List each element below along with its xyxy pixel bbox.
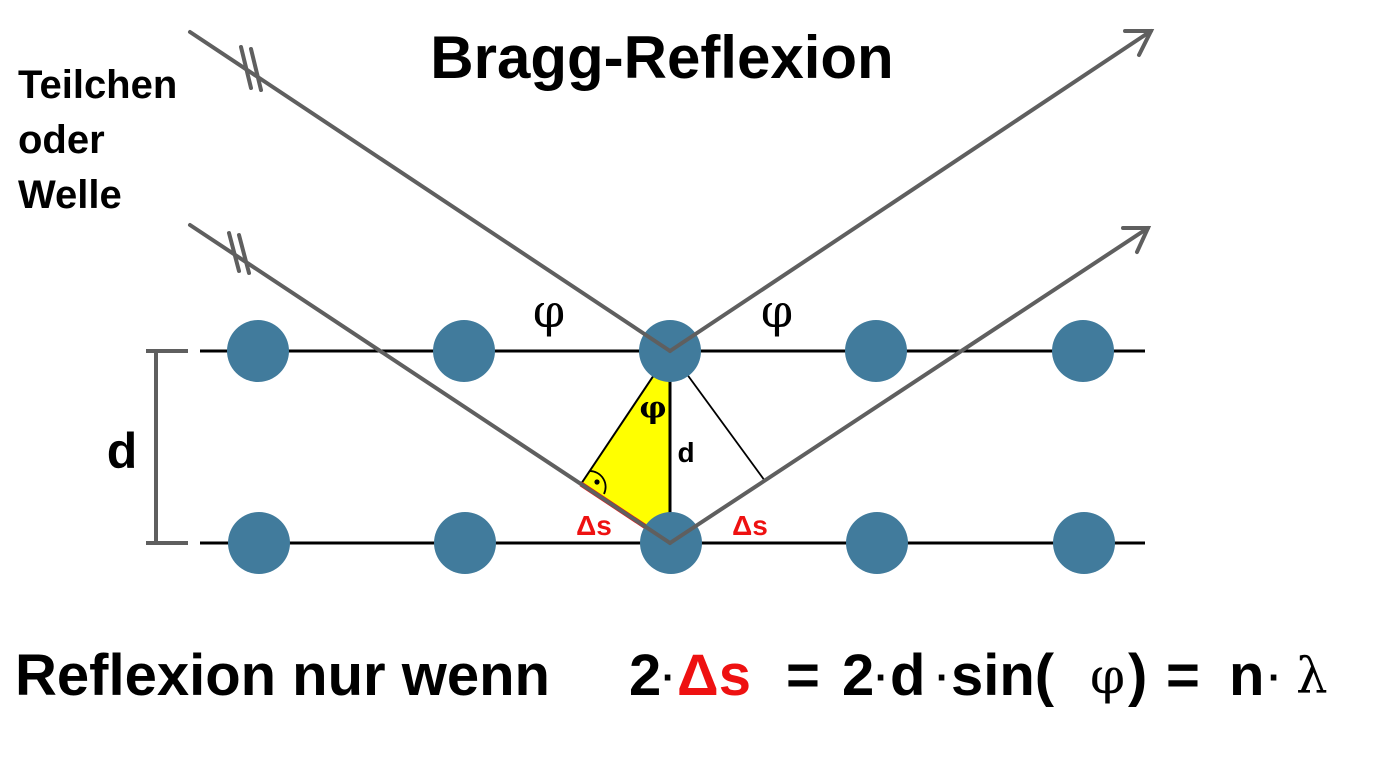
formula-equals: =: [786, 643, 820, 708]
arrow-head-upper: [1123, 29, 1155, 57]
angle-label-incident: φ: [533, 284, 565, 338]
formula-lead: Reflexion nur wenn: [15, 643, 550, 708]
formula-phi: φ: [1090, 647, 1125, 705]
incident-ray-lower: [188, 223, 672, 545]
formula-lambda: λ: [1296, 647, 1328, 705]
path-difference-label-left: Δs: [576, 510, 612, 541]
right-angle-dot: [594, 479, 600, 485]
atom: [1053, 512, 1115, 574]
bragg-condition-formula: Reflexion nur wenn 2 · Δs = 2 · d · sin(…: [15, 643, 1328, 708]
path-difference-label-right: Δs: [732, 510, 768, 541]
arrow-head-lower: [1121, 226, 1152, 254]
atom: [846, 512, 908, 574]
path-difference-triangle: [581, 351, 670, 543]
formula-n: n: [1229, 643, 1264, 708]
atom: [1052, 320, 1114, 382]
formula-dot: ·: [936, 656, 949, 700]
formula-sin-open: sin(: [951, 643, 1055, 708]
right-angle-arc: [589, 470, 607, 495]
reflected-ray-upper: [668, 29, 1153, 353]
break-mark: [227, 231, 241, 273]
spacing-label-d: d: [107, 423, 138, 479]
formula-equals-second: =: [1166, 643, 1200, 708]
page-title: Bragg-Reflexion: [430, 24, 893, 91]
formula-two-second: 2: [842, 643, 874, 708]
atom: [433, 320, 495, 382]
formula-d: d: [890, 643, 925, 708]
break-mark: [237, 233, 251, 275]
reflected-ray-lower: [668, 226, 1150, 545]
spacing-label-d-inner: d: [677, 437, 694, 468]
atom: [845, 320, 907, 382]
source-label: Teilchen oder Welle: [18, 63, 177, 217]
formula-dot: ·: [1268, 656, 1281, 700]
source-label-line-1: Teilchen: [18, 63, 177, 107]
spacing-bracket: [146, 349, 188, 545]
break-mark: [239, 45, 253, 90]
source-label-line-3: Welle: [18, 173, 122, 217]
formula-two: 2: [629, 643, 661, 708]
formula-close: ): [1128, 643, 1147, 708]
atom: [434, 512, 496, 574]
rays: [188, 29, 1155, 545]
formula-dot: ·: [662, 656, 675, 700]
atom: [227, 320, 289, 382]
atom: [228, 512, 290, 574]
source-label-line-2: oder: [18, 118, 105, 162]
angle-label-triangle: φ: [639, 391, 666, 426]
incident-ray-upper: [188, 30, 672, 353]
formula-dot: ·: [875, 656, 888, 700]
angle-label-reflected: φ: [761, 284, 793, 338]
formula-delta-s: Δs: [677, 643, 751, 708]
break-mark: [249, 47, 263, 92]
